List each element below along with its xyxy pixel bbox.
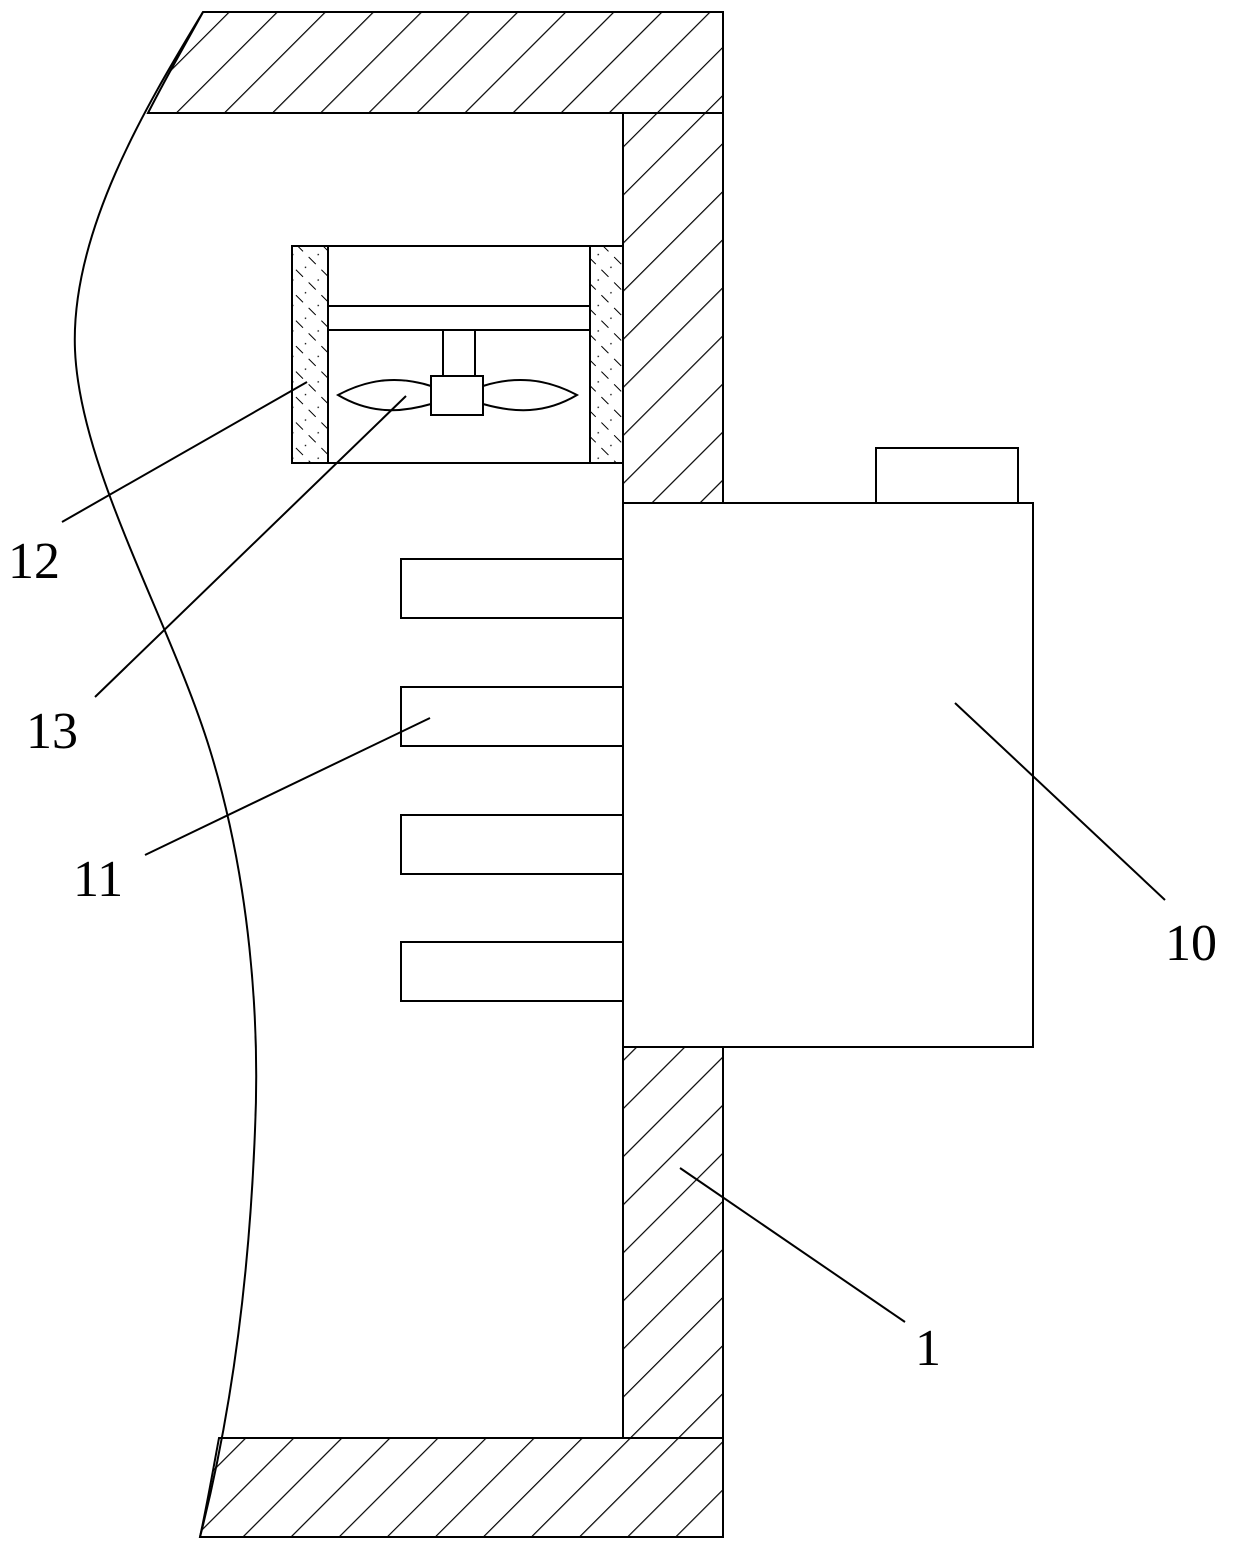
bottom-wall (200, 1438, 723, 1537)
label-12: 12 (8, 533, 60, 590)
label-13: 13 (26, 703, 78, 760)
box-body (623, 503, 1033, 1047)
top-wall (148, 12, 723, 113)
fin (401, 687, 623, 746)
fin (401, 815, 623, 874)
control-box (623, 448, 1033, 1047)
fin (401, 559, 623, 618)
right-wall-lower (623, 1047, 723, 1438)
label-10: 10 (1165, 915, 1217, 972)
leader-12 (62, 382, 307, 522)
heat-fins (401, 559, 623, 1001)
fin (401, 942, 623, 1001)
fan-mount-plate (328, 306, 590, 330)
label-11: 11 (73, 851, 123, 908)
break-line (75, 12, 256, 1537)
fan-frame-left-wall (292, 246, 328, 463)
right-wall-upper (623, 113, 723, 503)
leader-11 (145, 718, 430, 855)
fan-frame-right-wall (590, 246, 623, 463)
leader-13 (95, 396, 406, 697)
fan-hub (431, 376, 483, 415)
box-top-block (876, 448, 1018, 503)
fan-shaft (443, 330, 475, 376)
label-1: 1 (915, 1320, 941, 1377)
